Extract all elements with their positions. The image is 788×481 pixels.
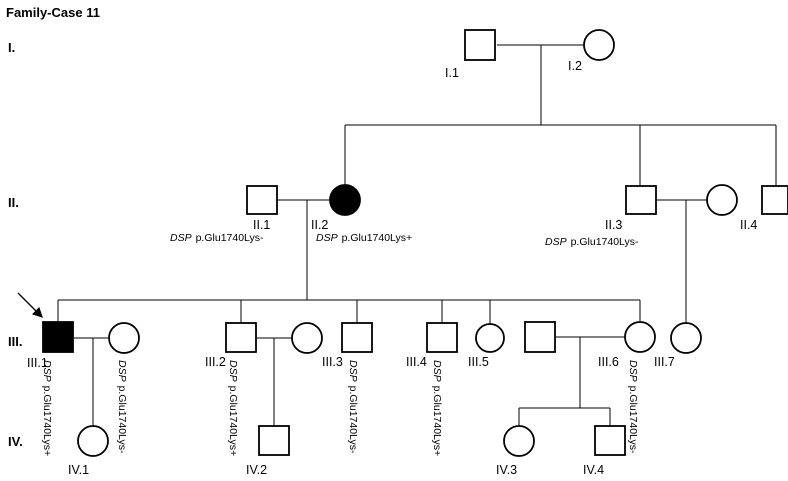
id-label-IV.3: IV.3 <box>496 463 517 477</box>
generation-label-4: IV. <box>8 434 23 449</box>
male-symbol-II.4 <box>761 185 788 215</box>
genotype-III.1: DSPp.Glu1740Lys+ <box>41 360 53 456</box>
proband-arrow-icon <box>17 292 43 318</box>
male-symbol-I.1 <box>464 29 496 61</box>
id-label-III.5: III.5 <box>468 355 489 369</box>
pedigree-lines <box>57 44 777 426</box>
female-symbol-I.2 <box>583 29 615 61</box>
male-symbol-IV.2 <box>258 425 290 456</box>
generation-label-3: III. <box>8 334 22 349</box>
genotype-III.3: DSPp.Glu1740Lys- <box>347 360 359 454</box>
female-symbol-III.5 <box>475 323 505 353</box>
id-label-II.2: II.2 <box>311 218 328 232</box>
id-label-III.4: III.4 <box>406 355 427 369</box>
female-symbol-III.7 <box>670 322 702 354</box>
id-label-III.2: III.2 <box>205 355 226 369</box>
male-symbol-II.1 <box>246 185 278 215</box>
female-symbol-III.2-spouse <box>291 322 323 354</box>
male-symbol-III.3 <box>341 322 373 353</box>
female-symbol-affected-II.2 <box>329 184 361 216</box>
id-label-III.6: III.6 <box>598 355 619 369</box>
female-symbol-III.6 <box>624 321 656 353</box>
male-symbol-III.6-spouse <box>524 321 556 353</box>
id-label-III.3: III.3 <box>322 355 343 369</box>
pedigree-title: Family-Case 11 <box>6 5 100 20</box>
id-label-II.1: II.1 <box>253 218 270 232</box>
genotype-III.6: DSPp.Glu1740Lys- <box>627 360 639 454</box>
id-label-I.1: I.1 <box>445 66 459 80</box>
id-label-IV.4: IV.4 <box>583 463 604 477</box>
genotype-III.4: DSPp.Glu1740Lys+ <box>431 360 443 456</box>
id-label-III.1: III.1 <box>27 356 48 370</box>
id-label-III.7: III.7 <box>654 355 675 369</box>
male-symbol-II.3 <box>625 185 657 215</box>
generation-label-1: I. <box>8 40 15 55</box>
genotype-III.2: DSPp.Glu1740Lys+ <box>227 360 239 456</box>
genotype-III.1-spouse: DSPp.Glu1740Lys- <box>116 360 128 454</box>
id-label-II.3: II.3 <box>605 218 622 232</box>
female-symbol-IV.3 <box>503 425 535 457</box>
id-label-I.2: I.2 <box>568 59 582 73</box>
id-label-IV.2: IV.2 <box>246 463 267 477</box>
male-symbol-III.2 <box>225 322 257 353</box>
male-symbol-affected-III.1 <box>42 321 74 353</box>
id-label-II.4: II.4 <box>740 218 757 232</box>
male-symbol-IV.4 <box>594 425 626 456</box>
generation-label-2: II. <box>8 195 19 210</box>
id-label-IV.1: IV.1 <box>68 463 89 477</box>
female-symbol-II.3-spouse <box>706 184 738 216</box>
female-symbol-III.1-spouse <box>108 322 140 354</box>
female-symbol-IV.1 <box>77 425 109 457</box>
male-symbol-III.4 <box>426 322 458 353</box>
